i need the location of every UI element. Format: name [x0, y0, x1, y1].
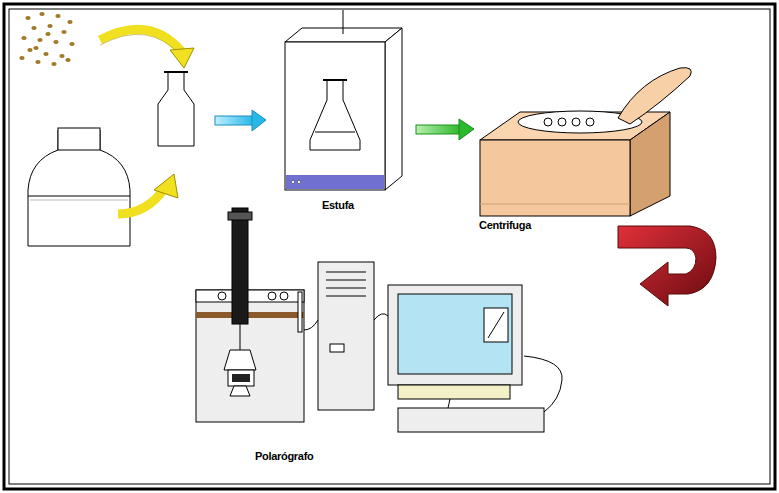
seed	[45, 32, 50, 36]
seed	[65, 58, 70, 62]
seed	[61, 30, 66, 34]
seed	[27, 48, 32, 52]
seed	[43, 52, 48, 56]
centrifuge-label: Centrifuga	[479, 219, 531, 231]
seed	[35, 60, 40, 64]
seed	[69, 42, 74, 46]
seed	[33, 46, 38, 50]
polarograph-label: Polarógrafo	[255, 450, 313, 462]
seed	[31, 26, 36, 30]
seed	[39, 12, 44, 16]
seed	[67, 20, 72, 24]
seed	[19, 56, 24, 60]
seed	[55, 14, 60, 18]
seed	[25, 16, 30, 20]
seed	[59, 54, 64, 58]
oven-label: Estufa	[322, 199, 354, 211]
seed	[53, 40, 58, 44]
seed	[51, 62, 56, 66]
seed	[47, 24, 52, 28]
seed	[37, 38, 42, 42]
seed	[21, 36, 26, 40]
